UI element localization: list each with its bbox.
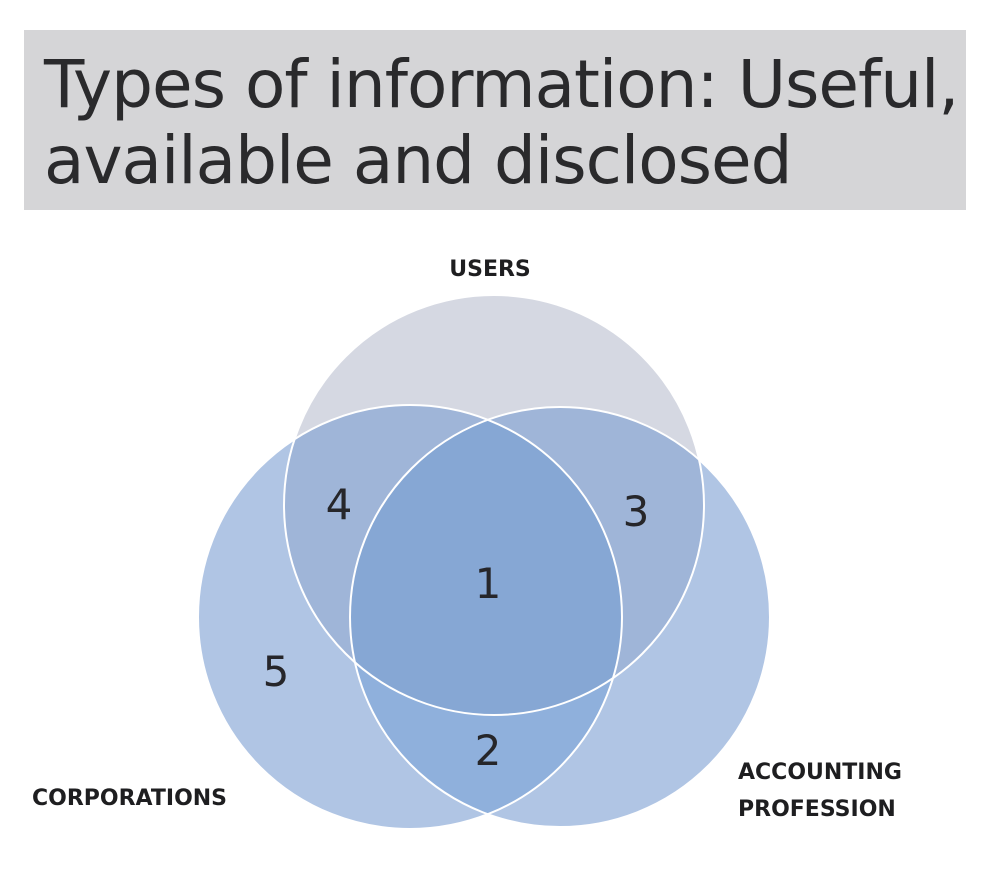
center-overlap [350,407,622,715]
users-outline [283,294,705,716]
accounting-outline [349,406,771,828]
accounting-label-line-2: PROFESSION [738,797,896,822]
corporations-outline [197,404,623,830]
corporations-label: CORPORATIONS [32,786,227,811]
title-line-2: available and disclosed [44,122,793,199]
region-2-label: 2 [475,726,502,775]
users-label: USERS [449,257,531,282]
title-banner: Types of information: Useful, available … [24,30,966,210]
region-5-label: 5 [263,647,290,696]
title-line-1: Types of information: Useful, [44,46,959,123]
accounting-label-line-1: ACCOUNTING [738,760,902,785]
region-4-label: 4 [326,480,353,529]
region-3-label: 3 [623,487,650,536]
region-1-label: 1 [475,559,502,608]
